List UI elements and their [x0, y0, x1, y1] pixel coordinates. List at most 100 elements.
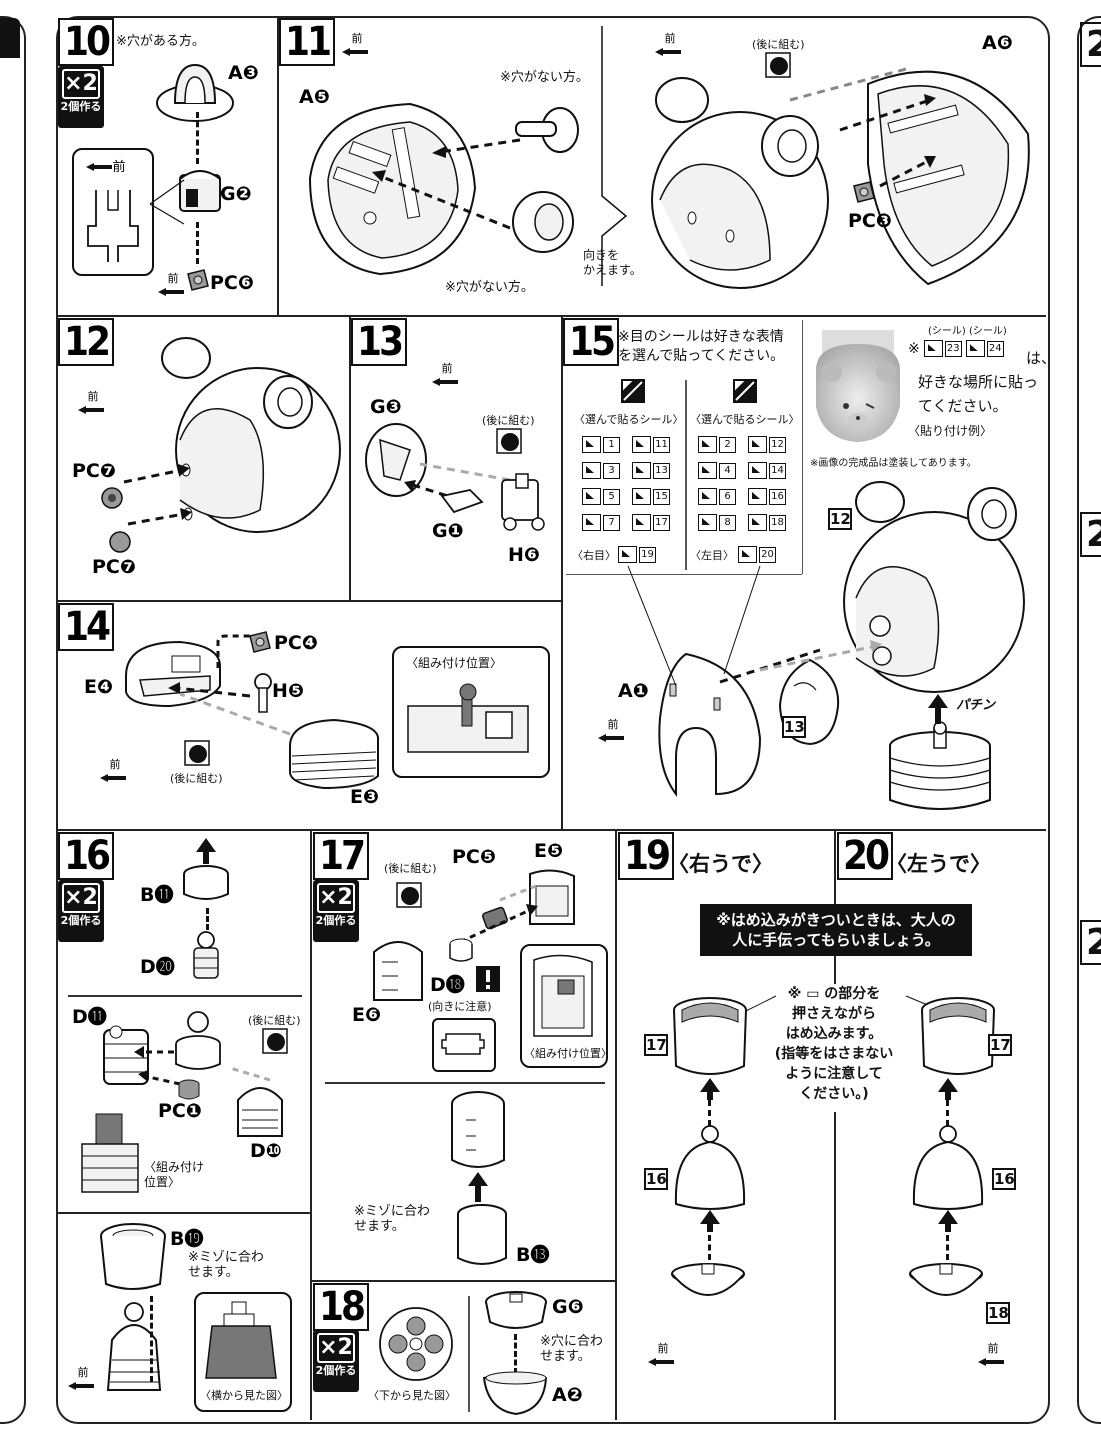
sticker-icon: [582, 514, 601, 531]
ref-step-13: 13: [782, 716, 806, 738]
step-19-dashed-1: [708, 1090, 711, 1126]
left-sticker-3: 3: [582, 462, 620, 479]
step-12-number: 12: [58, 318, 115, 366]
step-15-snap-label: パチン: [956, 698, 996, 713]
part-arm-16-drawing: [106, 1302, 162, 1391]
sticker-icon: [582, 436, 601, 453]
front-label: 前: [77, 1366, 89, 1379]
part-g1-drawing: [440, 489, 484, 514]
step-15-right-eye-label: 〈右目〉: [572, 549, 616, 562]
front-label: 前: [87, 390, 99, 403]
front-label: 前: [441, 362, 453, 375]
up-arrow-icon: [700, 1210, 720, 1232]
sticker-number: 14: [769, 462, 786, 479]
step-16-dashed-arrows: [134, 1046, 271, 1086]
step-10-hole-note: ※穴がある方。: [116, 34, 205, 49]
back-join-icon: [765, 52, 791, 78]
ref-18-left: 18: [986, 1302, 1010, 1324]
part-d10-drawing: [237, 1087, 283, 1137]
ref-step-12: 12: [828, 508, 852, 530]
sticker-number: 19: [639, 546, 656, 563]
part-g3-drawing: [365, 423, 427, 497]
up-arrow-icon: [928, 694, 948, 724]
back-join-icon: [396, 882, 422, 908]
step-11-number: 11: [279, 18, 336, 66]
step-14-install-drawing: [407, 683, 529, 753]
sticker-extra-2: 24: [965, 340, 1004, 357]
sticker-number: 11: [653, 436, 670, 453]
sticker-number: 7: [603, 514, 620, 531]
step-15-choose-left: 〈選んで貼るシール〉: [574, 413, 684, 426]
label-pc7b: PC❼: [92, 556, 136, 578]
front-arrow-icon: [100, 774, 126, 782]
sticker-number: 12: [769, 436, 786, 453]
step-14-pcd-dashed: [216, 634, 250, 668]
sticker-icon: [632, 436, 651, 453]
front-label: 前: [987, 1342, 999, 1355]
label-e4: E❹: [84, 676, 114, 698]
label-b19: B⓳: [170, 1228, 204, 1250]
part-b13-drawing: [457, 1204, 507, 1265]
x2-label: ×2: [317, 883, 355, 913]
part-pcg-drawing: [187, 269, 209, 291]
left-sticker-17: 17: [632, 514, 670, 531]
ref-16-left: 16: [992, 1168, 1016, 1190]
step-15-sticker-panel-border: [566, 574, 802, 575]
right-sticker-12: 12: [748, 436, 786, 453]
right-sticker-18: 18: [748, 514, 786, 531]
label-pce: PC❺: [452, 846, 496, 868]
label-pca: PC❶: [158, 1100, 202, 1122]
step-17-direction-note: (向きに注意): [428, 1000, 492, 1013]
step-14-number: 14: [58, 603, 115, 651]
step-10-number: 10: [58, 18, 115, 66]
step-11b-front-indicator: 前: [655, 30, 685, 56]
make-two-label: 2個作る: [315, 914, 357, 927]
part-d18-drawing: [449, 938, 473, 962]
step-17-direction-drawing: [441, 1033, 485, 1055]
step-17-install-pos: 〈組み付け位置〉: [524, 1047, 612, 1060]
step-17-number: 17: [313, 832, 370, 880]
sticker-icon: [632, 462, 651, 479]
front-arrow-icon: [158, 288, 184, 296]
label-d18: D⓲: [430, 974, 465, 996]
right-sticker-4: 4: [698, 462, 736, 479]
part-a3-drawing: [156, 63, 234, 122]
sticker-icon: [748, 514, 767, 531]
step-16-side-drawing: [205, 1301, 277, 1379]
sticker-number: 2: [719, 436, 736, 453]
step-18-dashed: [514, 1334, 517, 1374]
sticker-left-eye: 20: [738, 546, 776, 563]
up-arrow-icon: [196, 838, 216, 864]
part-g6-drawing: [485, 1291, 547, 1329]
step-20-front-indicator: 前: [978, 1340, 1008, 1366]
part-e5-drawing: [529, 869, 575, 925]
label-g3: G❸: [370, 396, 402, 418]
part-d11-drawing: [103, 1025, 149, 1085]
back-join-icon: [262, 1028, 288, 1054]
sticker-number: 16: [769, 488, 786, 505]
step-13-back-join: (後に組む): [482, 414, 535, 427]
step-15-photo-note: ※画像の完成品は塗装してあります。: [810, 458, 977, 469]
sticker-number: 17: [653, 514, 670, 531]
front-label: 前: [607, 718, 619, 731]
step-16-side-view: 〈横から見た図〉: [200, 1389, 288, 1402]
step-15-seal-note: は、好きな場所に貼ってください。: [918, 349, 1057, 415]
sticker-icon: [923, 340, 943, 357]
row-divider-2: [58, 829, 1046, 831]
sticker-number: 5: [603, 488, 620, 505]
label-pcg: PC❻: [210, 272, 254, 294]
step-15-number: 15: [563, 318, 620, 366]
sticker-number: 15: [653, 488, 670, 505]
x2-label: ×2: [317, 1333, 355, 1363]
step-15-eye-note: ※目のシールは好きな表情 を選んで貼ってください。: [618, 329, 785, 364]
front-arrow-icon: [648, 1358, 674, 1366]
part-hand-19-drawing: [671, 1263, 745, 1296]
part-head-12-drawing: [161, 337, 341, 533]
label-pcd: PC❹: [274, 632, 318, 654]
left-page-tab: [0, 18, 20, 58]
right-page-edge: [1077, 16, 1101, 1424]
part-a2-drawing: [482, 1371, 548, 1416]
part-elbow-20-drawing: [912, 1125, 984, 1210]
